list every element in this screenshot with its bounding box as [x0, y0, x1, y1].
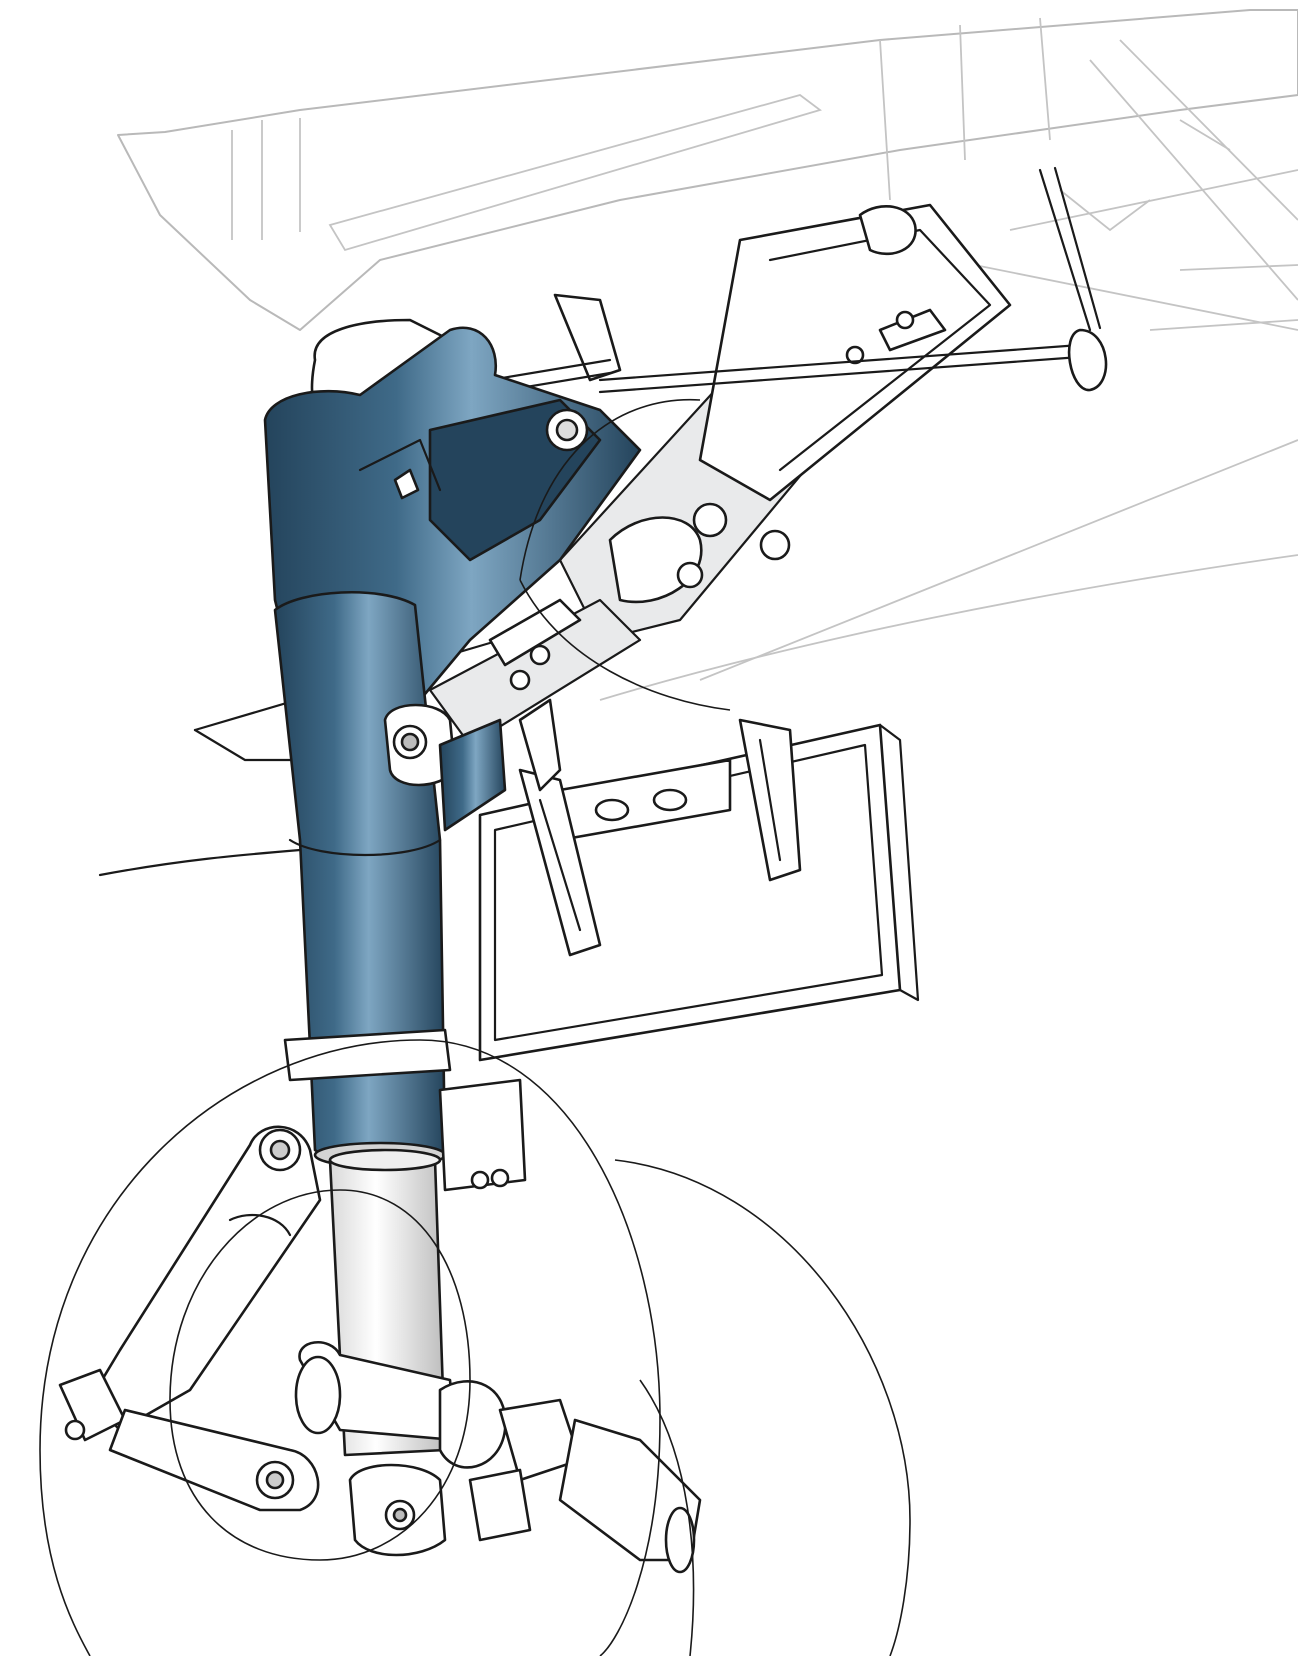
- axle-assembly: [294, 1340, 702, 1574]
- side-brace: [428, 598, 642, 792]
- wheel-outlines: [39, 398, 911, 1656]
- ghost-airframe-structure: [117, 9, 1298, 331]
- gear-door: [478, 718, 920, 1062]
- main-strut-highlight: [263, 326, 642, 1192]
- torque-links: [58, 1125, 322, 1512]
- retraction-actuator: [553, 166, 1108, 642]
